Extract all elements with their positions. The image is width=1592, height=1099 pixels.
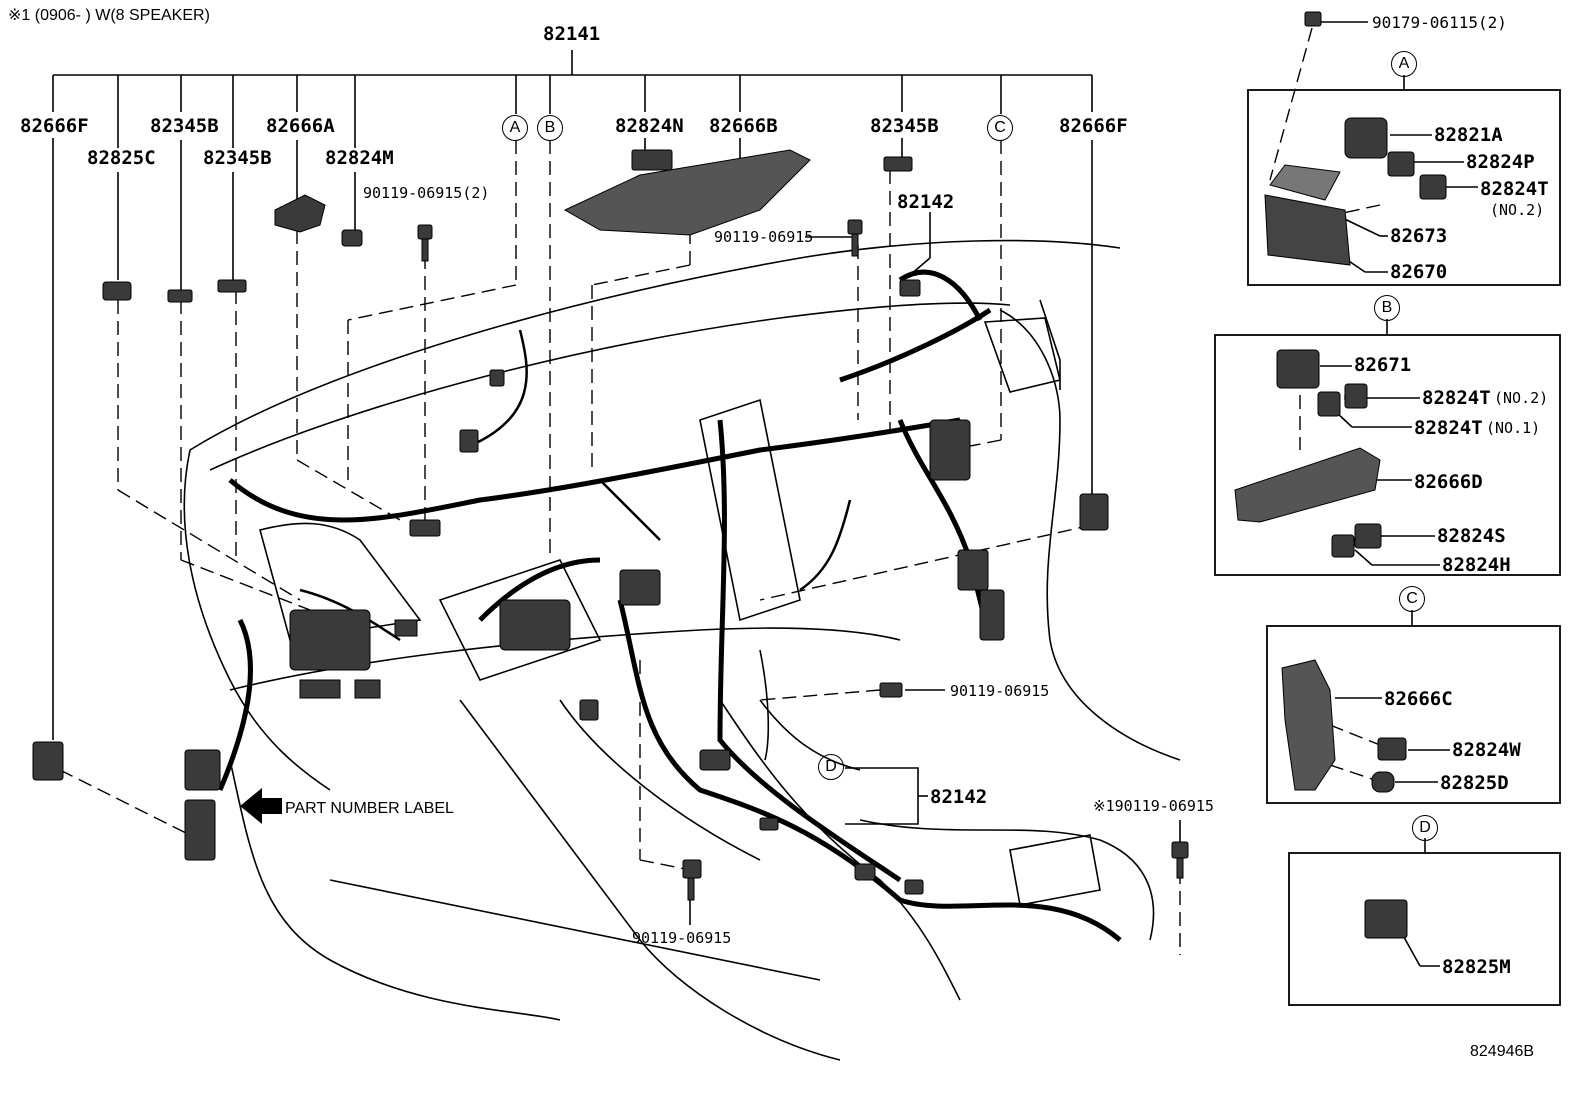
callout-82345b-3[interactable]: 82345B <box>870 115 939 137</box>
detail-b-82824t-no1[interactable]: 82824T <box>1414 417 1483 439</box>
detail-a-82670[interactable]: 82670 <box>1390 261 1448 283</box>
part-number-label-text: PART NUMBER LABEL <box>285 800 454 817</box>
detail-a-no2: (NO.2) <box>1490 201 1545 219</box>
detail-b-82671[interactable]: 82671 <box>1354 354 1412 376</box>
callout-82825c[interactable]: 82825C <box>87 147 156 169</box>
callout-82141[interactable]: 82141 <box>543 23 601 45</box>
detail-c-ref: C <box>1399 586 1425 612</box>
ref-circle-b[interactable]: B <box>537 115 563 141</box>
detail-b-82666d[interactable]: 82666D <box>1414 471 1483 493</box>
callout-82142-top[interactable]: 82142 <box>897 191 955 213</box>
detail-a-clip[interactable]: 90179-06115(2) <box>1372 13 1507 32</box>
detail-a-82824t[interactable]: 82824T <box>1480 178 1549 200</box>
callout-bolt-mid-right[interactable]: 90119-06915 <box>950 682 1050 700</box>
callout-82824n[interactable]: 82824N <box>615 115 684 137</box>
ref-circle-d[interactable]: D <box>818 754 844 780</box>
detail-b-82824t-no2[interactable]: 82824T <box>1422 387 1491 409</box>
callout-82345b-1[interactable]: 82345B <box>150 115 219 137</box>
callout-82142-bottom[interactable]: 82142 <box>930 786 988 808</box>
detail-c-82666c[interactable]: 82666C <box>1384 688 1453 710</box>
figure-id: 824946B <box>1470 1043 1535 1060</box>
detail-b-ref: B <box>1374 295 1400 321</box>
callout-bolt-noted[interactable]: ※190119-06915 <box>1093 797 1214 815</box>
detail-b-no1: (NO.1) <box>1486 419 1541 437</box>
callout-82666a[interactable]: 82666A <box>266 115 335 137</box>
callout-82345b-2[interactable]: 82345B <box>203 147 272 169</box>
detail-d-82825m[interactable]: 82825M <box>1442 956 1511 978</box>
detail-a-82821a[interactable]: 82821A <box>1434 124 1503 146</box>
detail-c-82825d[interactable]: 82825D <box>1440 772 1509 794</box>
ref-circle-c[interactable]: C <box>987 115 1013 141</box>
detail-a-ref: A <box>1391 51 1417 77</box>
callout-82666f-left[interactable]: 82666F <box>20 115 89 137</box>
detail-b-82824h[interactable]: 82824H <box>1442 554 1511 576</box>
header-note: ※1 (0906- ) W(8 SPEAKER) <box>8 7 210 24</box>
callout-bolt-top-left[interactable]: 90119-06915(2) <box>363 184 490 202</box>
detail-a-82673[interactable]: 82673 <box>1390 225 1448 247</box>
arrow-icon <box>240 788 282 824</box>
ref-circle-a[interactable]: A <box>502 115 528 141</box>
callout-bolt-bottom[interactable]: 90119-06915 <box>632 929 732 947</box>
callout-82666b[interactable]: 82666B <box>709 115 778 137</box>
callout-82824m[interactable]: 82824M <box>325 147 394 169</box>
detail-a-82824p[interactable]: 82824P <box>1466 151 1535 173</box>
callout-82666f-right[interactable]: 82666F <box>1059 115 1128 137</box>
detail-b-no2: (NO.2) <box>1494 389 1549 407</box>
detail-b-82824s[interactable]: 82824S <box>1437 525 1506 547</box>
detail-c-82824w[interactable]: 82824W <box>1452 739 1521 761</box>
callout-bolt-top-mid[interactable]: 90119-06915 <box>714 228 814 246</box>
detail-d-ref: D <box>1412 815 1438 841</box>
